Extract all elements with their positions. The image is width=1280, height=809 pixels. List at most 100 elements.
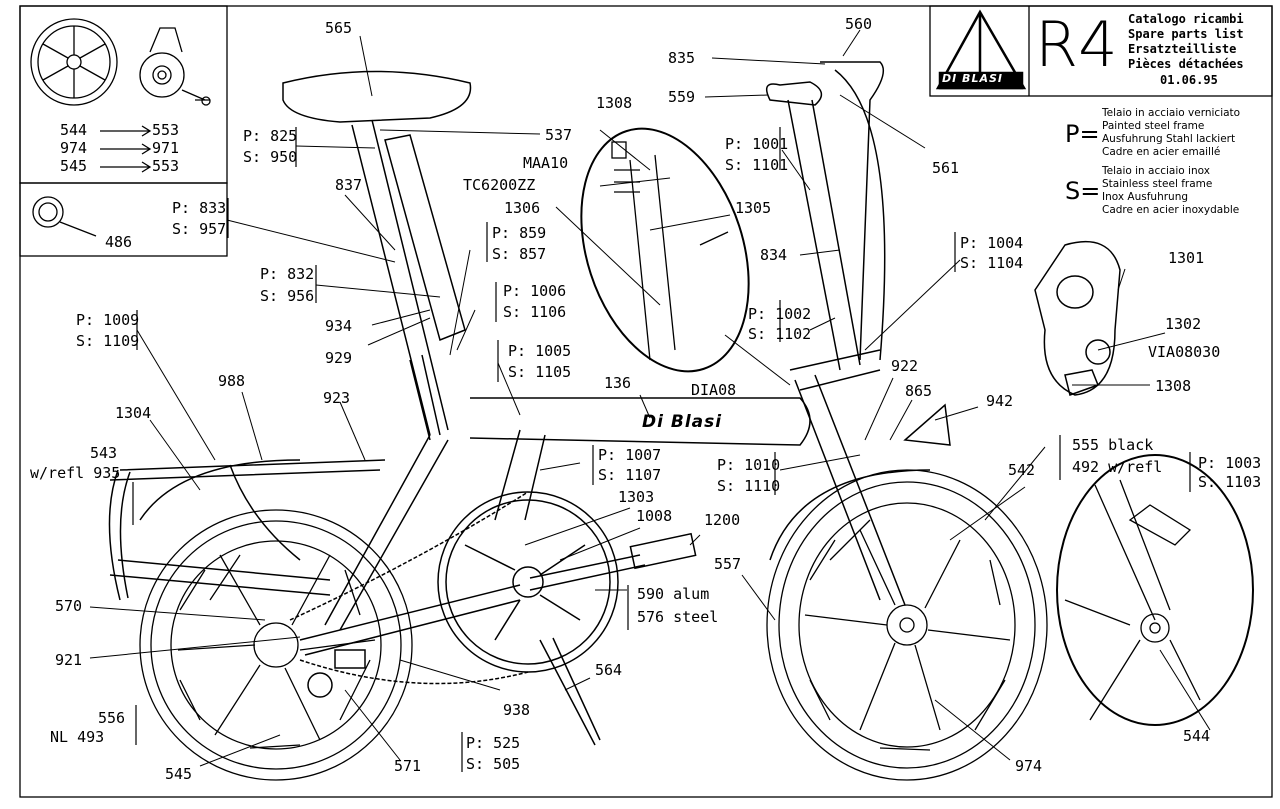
- legend-s-line-2: Stainless steel frame: [1102, 178, 1213, 190]
- label-p859: P: 859: [492, 224, 547, 242]
- rear-wheel: [139, 509, 413, 781]
- label-s957: S: 957: [172, 220, 227, 238]
- title-line-1: Catalogo ricambi: [1128, 12, 1244, 26]
- label-560: 560: [845, 15, 873, 33]
- model-name: R4: [1035, 8, 1118, 81]
- label-565: 565: [325, 19, 353, 37]
- label-p1002: P: 1002: [748, 305, 812, 323]
- label-576-steel: 576 steel: [637, 608, 719, 626]
- label-1301: 1301: [1168, 249, 1205, 267]
- label-564: 564: [595, 661, 623, 679]
- label-via08030: VIA08030: [1148, 343, 1221, 361]
- hinge-detail-inset: [580, 127, 750, 373]
- label-s1109: S: 1109: [76, 332, 140, 350]
- label-p1004: P: 1004: [960, 234, 1024, 252]
- label-590-alum: 590 alum: [637, 585, 710, 603]
- label-929: 929: [325, 349, 353, 367]
- label-brackets: [132, 127, 1191, 772]
- mapping-to-3: 553: [152, 157, 180, 175]
- frame-brand-text: Di Blasi: [642, 412, 723, 432]
- label-p525: P: 525: [466, 734, 521, 752]
- label-w-refl-935: w/refl 935: [30, 464, 121, 482]
- label-561: 561: [932, 159, 960, 177]
- inset-hub-icon: [139, 27, 211, 106]
- frame: [108, 61, 1121, 746]
- label-1302: 1302: [1165, 315, 1202, 333]
- label-1305: 1305: [735, 199, 772, 217]
- label-maa10: MAA10: [523, 154, 569, 172]
- label-921: 921: [55, 651, 83, 669]
- legend-s-line-3: Inox Ausfuhrung: [1102, 191, 1189, 203]
- label-1008: 1008: [636, 507, 673, 525]
- legend-p-symbol: P=: [1065, 120, 1100, 148]
- label-942: 942: [986, 392, 1014, 410]
- label-s505: S: 505: [466, 755, 521, 773]
- title-block-box: [929, 5, 1273, 97]
- label-s1103: S: 1103: [1198, 473, 1262, 491]
- label-s1106: S: 1106: [503, 303, 567, 321]
- label-492-w-refl: 492 w/refl: [1072, 458, 1163, 476]
- label-s1110: S: 1110: [717, 477, 781, 495]
- label-557: 557: [714, 555, 742, 573]
- title-date: 01.06.95: [1160, 73, 1218, 87]
- label-1308-hinge: 1308: [596, 94, 633, 112]
- label-556: 556: [98, 709, 126, 727]
- inset-clip-box: [19, 182, 228, 257]
- label-543: 543: [90, 444, 118, 462]
- legend-p-line-4: Cadre en acier emaillé: [1102, 146, 1221, 158]
- legend-p-line-2: Painted steel frame: [1102, 120, 1205, 132]
- front-wheel: [766, 469, 1048, 781]
- label-p1007: P: 1007: [598, 446, 662, 464]
- label-p1003: P: 1003: [1198, 454, 1262, 472]
- label-tc6200zz: TC6200ZZ: [463, 176, 536, 194]
- label-1306: 1306: [504, 199, 541, 217]
- label-988: 988: [218, 372, 246, 390]
- label-570: 570: [55, 597, 83, 615]
- inset-wheel-box: [19, 5, 228, 184]
- label-1303: 1303: [618, 488, 655, 506]
- clip-icon: [32, 196, 97, 237]
- inset-wheel-icon: [30, 18, 118, 106]
- label-136: 136: [604, 374, 632, 392]
- label-934: 934: [325, 317, 353, 335]
- label-537: 537: [545, 126, 573, 144]
- drawing-border: [19, 5, 1273, 798]
- label-1200: 1200: [704, 511, 741, 529]
- label-p825: P: 825: [243, 127, 298, 145]
- label-923: 923: [323, 389, 351, 407]
- label-834: 834: [760, 246, 788, 264]
- mapping-from-2: 974: [60, 139, 88, 157]
- label-544: 544: [1183, 727, 1211, 745]
- mapping-to-1: 553: [152, 121, 180, 139]
- label-s1104: S: 1104: [960, 254, 1024, 272]
- label-s1101: S: 1101: [725, 156, 789, 174]
- mapping-from-3: 545: [60, 157, 88, 175]
- title-line-2: Spare parts list: [1128, 27, 1244, 41]
- front-hub-inset: [1056, 454, 1254, 726]
- label-542: 542: [1008, 461, 1036, 479]
- label-p1001: P: 1001: [725, 135, 789, 153]
- logo-text: DI BLASI: [942, 72, 1003, 85]
- label-974: 974: [1015, 757, 1043, 775]
- legend-p-line-3: Ausfuhrung Stahl lackiert: [1102, 133, 1236, 145]
- label-922: 922: [891, 357, 919, 375]
- title-line-3: Ersatzteilliste: [1128, 42, 1237, 56]
- legend-s-line-1: Telaio in acciaio inox: [1102, 165, 1210, 177]
- label-571: 571: [394, 757, 422, 775]
- label-s1102: S: 1102: [748, 325, 812, 343]
- label-p1009: P: 1009: [76, 311, 140, 329]
- mapping-from-1: 544: [60, 121, 88, 139]
- label-nl-493: NL 493: [50, 728, 105, 746]
- legend-p-line-1: Telaio in acciaio verniciato: [1102, 107, 1241, 119]
- label-835: 835: [668, 49, 696, 67]
- label-938: 938: [503, 701, 531, 719]
- label-s1107: S: 1107: [598, 466, 662, 484]
- label-p1010: P: 1010: [717, 456, 781, 474]
- label-545: 545: [165, 765, 193, 783]
- label-837: 837: [335, 176, 363, 194]
- legend-s-line-4: Cadre en acier inoxydable: [1102, 204, 1240, 216]
- leader-lines: [89, 29, 1211, 767]
- label-1304: 1304: [115, 404, 152, 422]
- label-p832: P: 832: [260, 265, 315, 283]
